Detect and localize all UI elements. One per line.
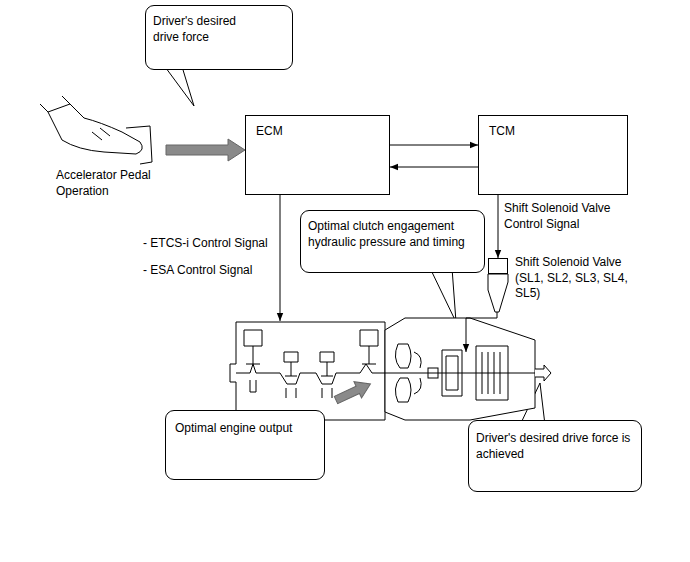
output-arrow	[332, 376, 374, 408]
solenoid-valve: Shift Solenoid Valve (SL1, SL2, SL3, SL4…	[488, 258, 508, 274]
engine	[230, 322, 385, 420]
signal-arrow	[390, 167, 478, 168]
control-module: TCM	[478, 115, 628, 195]
part-label: Shift Solenoid Valve (SL1, SL2, SL3, SL4…	[515, 255, 645, 302]
solenoid-body	[488, 274, 508, 312]
callout-box: Driver's desired drive force	[145, 5, 293, 70]
input-arrow	[166, 139, 245, 161]
control-signal-line	[280, 195, 281, 321]
signal-arrow	[498, 195, 499, 258]
signal-label: Accelerator Pedal Operation	[56, 168, 166, 199]
hydraulic-line	[466, 312, 497, 352]
callout-box: Optimal clutch engagement hydraulic pres…	[300, 210, 485, 273]
signal-arrow	[390, 145, 478, 146]
box-text: Optimal engine output	[175, 421, 315, 437]
box-text: ECM	[256, 124, 376, 140]
callout-tail	[430, 268, 456, 322]
box-text: Driver's desired drive force is achieved	[476, 431, 636, 462]
signal-label: Shift Solenoid Valve Control Signal	[504, 201, 626, 232]
box-text: TCM	[489, 124, 609, 140]
box-text: Optimal clutch engagement hydraulic pres…	[308, 219, 478, 250]
signal-label: - ESA Control Signal	[143, 263, 275, 279]
accelerator-pedal	[40, 96, 152, 164]
callout-box: Driver's desired drive force is achieved	[468, 420, 642, 492]
signal-label: - ETCS-i Control Signal	[143, 236, 275, 252]
box-text: Driver's desired drive force	[153, 14, 257, 45]
transmission	[385, 318, 551, 420]
callout-box: Optimal engine output	[165, 410, 325, 480]
control-module: ECM	[245, 115, 390, 195]
